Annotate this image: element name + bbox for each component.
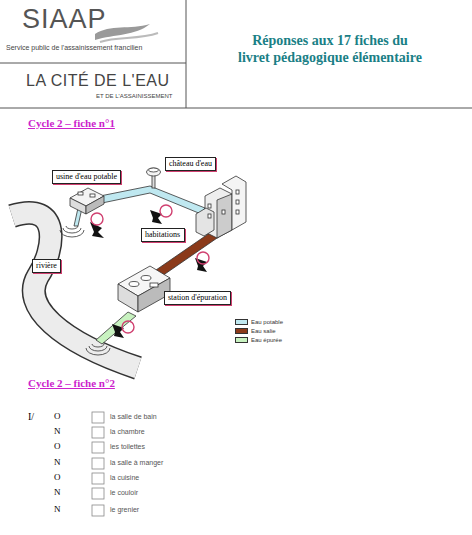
legend-text: Eau épurée bbox=[251, 336, 282, 344]
flow-arrow bbox=[90, 210, 207, 338]
logo-subtitle: Service public de l'assainissement franc… bbox=[6, 44, 142, 52]
room-label: le grenier bbox=[110, 506, 139, 514]
logo-wave bbox=[100, 33, 158, 42]
label-box: château d'eau bbox=[165, 157, 216, 171]
legend-swatch bbox=[235, 337, 248, 343]
label-text: habitations bbox=[145, 230, 181, 240]
legend-swatch bbox=[235, 319, 248, 325]
water-plant bbox=[70, 188, 104, 214]
answer-circle bbox=[91, 205, 209, 333]
pipes bbox=[74, 186, 220, 344]
legend-text: Eau potable bbox=[251, 318, 283, 326]
label-box: usine d'eau potable bbox=[52, 170, 121, 184]
logo-text: LA CITÉ DE L'EAU bbox=[26, 72, 170, 90]
room-label: la chambre bbox=[110, 428, 145, 436]
section-heading: Cycle 2 – fiche n°2 bbox=[28, 377, 115, 390]
answer-letter: N bbox=[54, 426, 61, 436]
label-box: habitations bbox=[141, 228, 185, 242]
treatment-plant bbox=[118, 266, 170, 312]
water-tower bbox=[147, 168, 161, 188]
page-title: Réponses aux 17 fiches du livret pédagog… bbox=[196, 32, 464, 66]
river bbox=[12, 213, 138, 368]
room-label: le couloir bbox=[110, 489, 138, 497]
section-heading: Cycle 2 – fiche n°1 bbox=[28, 117, 115, 130]
label-text: rivière bbox=[36, 261, 57, 271]
answer-letter: N bbox=[54, 504, 61, 514]
checkbox bbox=[92, 412, 104, 516]
logo-subtitle: ET DE L'ASSAINISSEMENT bbox=[96, 93, 172, 100]
question-number: I/ bbox=[28, 411, 34, 423]
legend-text: Eau salie bbox=[251, 327, 276, 335]
houses bbox=[196, 176, 246, 238]
legend-swatch bbox=[235, 328, 248, 334]
room-label: la cuisine bbox=[110, 474, 139, 482]
answer-letter: N bbox=[54, 487, 61, 497]
label-text: station d'épuration bbox=[168, 293, 227, 303]
header-frame bbox=[0, 0, 472, 108]
label-text: usine d'eau potable bbox=[56, 172, 117, 182]
answer-letter: O bbox=[54, 411, 61, 421]
answer-letter: N bbox=[54, 457, 61, 467]
answer-letter: O bbox=[54, 472, 61, 482]
logo-text: SIAAP bbox=[22, 4, 107, 35]
answer-letter: O bbox=[54, 441, 61, 451]
label-text: château d'eau bbox=[169, 159, 212, 169]
label-box: station d'épuration bbox=[164, 291, 231, 305]
room-label: la salle de bain bbox=[110, 413, 157, 421]
room-label: les toilettes bbox=[110, 443, 145, 451]
label-box: rivière bbox=[32, 259, 61, 273]
room-label: la salle à manger bbox=[110, 459, 163, 467]
